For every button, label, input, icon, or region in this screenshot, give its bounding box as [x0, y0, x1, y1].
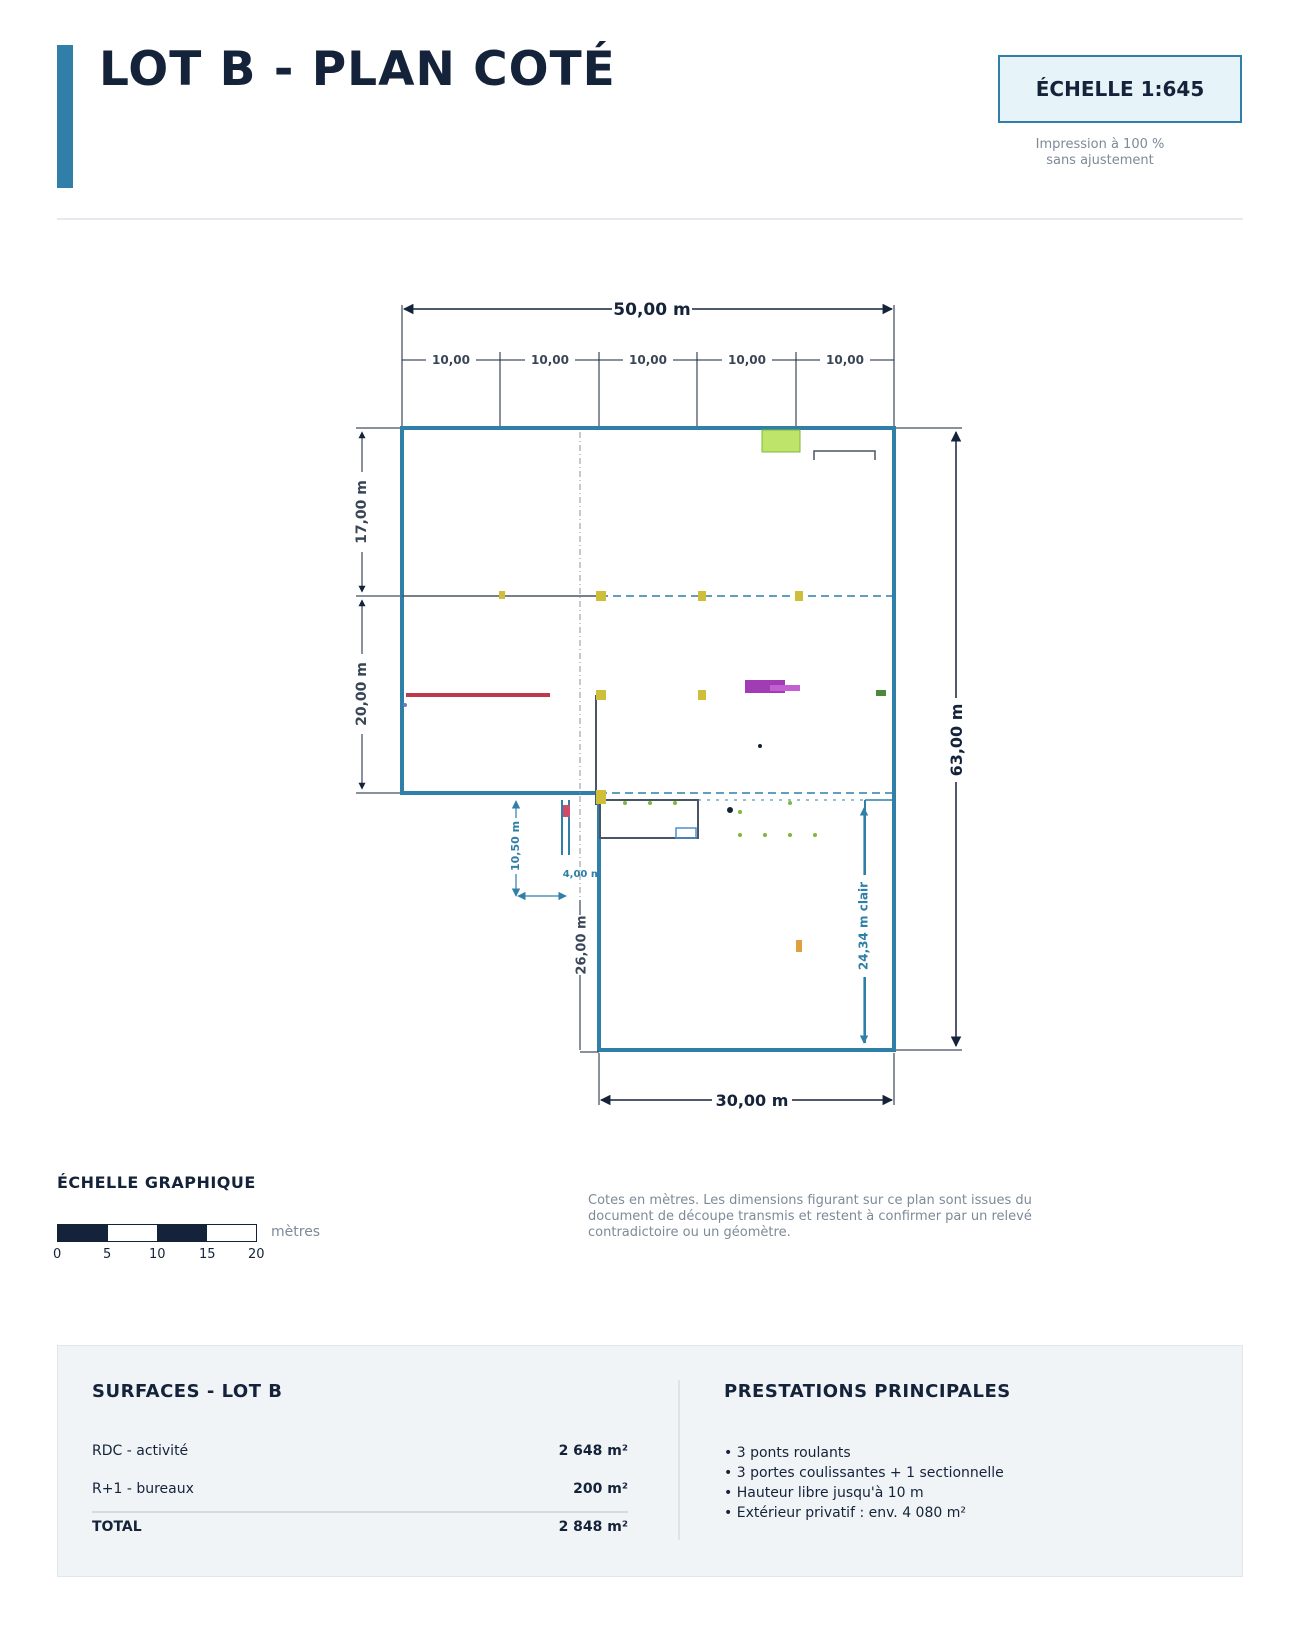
page-title: LOT B - PLAN COTÉ — [99, 42, 616, 97]
scale-segment — [107, 1225, 157, 1241]
equipment-markers — [403, 429, 886, 952]
dimension-top-segments — [401, 352, 895, 428]
services-list: 3 ponts roulants 3 portes coulissantes +… — [724, 1443, 1004, 1523]
dim-bottom-width-label: 30,00 m — [716, 1091, 789, 1110]
scale-unit-label: mètres — [271, 1224, 321, 1240]
scale-segment — [58, 1225, 108, 1241]
scale-tick-label: 15 — [199, 1247, 216, 1262]
dim-segment-label: 10,00 — [531, 353, 569, 367]
scale-tick-label: 5 — [103, 1247, 112, 1262]
surface-total-row: TOTAL 2 848 m² — [92, 1511, 628, 1541]
scale-badge: ÉCHELLE 1:645 — [998, 55, 1242, 123]
scale-tick-label: 10 — [149, 1247, 166, 1262]
dim-right-total-label: 63,00 m — [947, 704, 966, 777]
print-note-line-1: Impression à 100 % — [1035, 137, 1165, 152]
title-accent-bar — [57, 45, 73, 188]
graphic-scale-bar — [57, 1224, 257, 1242]
dim-recess-height-label: 10,50 m — [509, 821, 522, 871]
dimension-clear-height: 24,34 m clair — [854, 807, 874, 1044]
print-note: Impression à 100 % sans ajustement — [1000, 137, 1200, 169]
building-outline — [400, 426, 896, 1052]
dim-segment-label: 10,00 — [432, 353, 470, 367]
dimension-top-total: 50,00 m — [401, 298, 895, 428]
dimension-top-segment-labels: 10,00 10,00 10,00 10,00 10,00 — [426, 351, 870, 367]
surface-row: R+1 - bureaux 200 m² — [92, 1475, 628, 1503]
services-title: PRESTATIONS PRINCIPALES — [724, 1381, 1011, 1402]
scale-tick-label: 0 — [53, 1247, 62, 1262]
dim-segment-label: 10,00 — [826, 353, 864, 367]
services-item: 3 ponts roulants — [724, 1443, 1004, 1463]
surface-label: RDC - activité — [92, 1443, 189, 1459]
scale-segment — [157, 1225, 207, 1241]
surface-row: RDC - activité 2 648 m² — [92, 1437, 628, 1465]
dim-top-total-label: 50,00 m — [613, 300, 690, 320]
surface-total-value: 2 848 m² — [558, 1519, 628, 1535]
surfaces-title: SURFACES - LOT B — [92, 1381, 283, 1402]
dimension-recess: 10,50 m 4,00 m — [506, 800, 602, 901]
dim-left-middle-label: 20,00 m — [354, 662, 370, 726]
surface-total-label: TOTAL — [92, 1519, 142, 1535]
services-item: Hauteur libre jusqu'à 10 m — [724, 1483, 1004, 1503]
services-item: Extérieur privatif : env. 4 080 m² — [724, 1503, 1004, 1523]
dimension-right-total: 63,00 m — [894, 427, 966, 1051]
dim-clear-height-label: 24,34 m clair — [857, 882, 871, 970]
dim-lower-height-label: 26,00 m — [575, 915, 590, 974]
surface-value: 2 648 m² — [558, 1443, 628, 1459]
print-note-line-2: sans ajustement — [1046, 153, 1154, 168]
header-divider — [57, 218, 1243, 220]
dim-segment-label: 10,00 — [728, 353, 766, 367]
dimension-lower-height: 26,00 m — [571, 900, 599, 1053]
scale-tick-label: 20 — [248, 1247, 265, 1262]
scale-segment — [206, 1225, 256, 1241]
dim-segment-label: 10,00 — [629, 353, 667, 367]
panel-divider — [678, 1380, 680, 1540]
dimension-bottom-width: 30,00 m — [598, 1053, 895, 1110]
dim-recess-width-label: 4,00 m — [563, 869, 602, 880]
surface-value: 200 m² — [573, 1481, 628, 1497]
graphic-scale-title: ÉCHELLE GRAPHIQUE — [57, 1173, 256, 1192]
surface-label: R+1 - bureaux — [92, 1481, 194, 1497]
dimensions-disclaimer: Cotes en mètres. Les dimensions figurant… — [588, 1193, 1032, 1240]
dim-left-upper-label: 17,00 m — [354, 480, 370, 544]
services-item: 3 portes coulissantes + 1 sectionnelle — [724, 1463, 1004, 1483]
summary-panel: SURFACES - LOT B RDC - activité 2 648 m²… — [57, 1345, 1243, 1577]
